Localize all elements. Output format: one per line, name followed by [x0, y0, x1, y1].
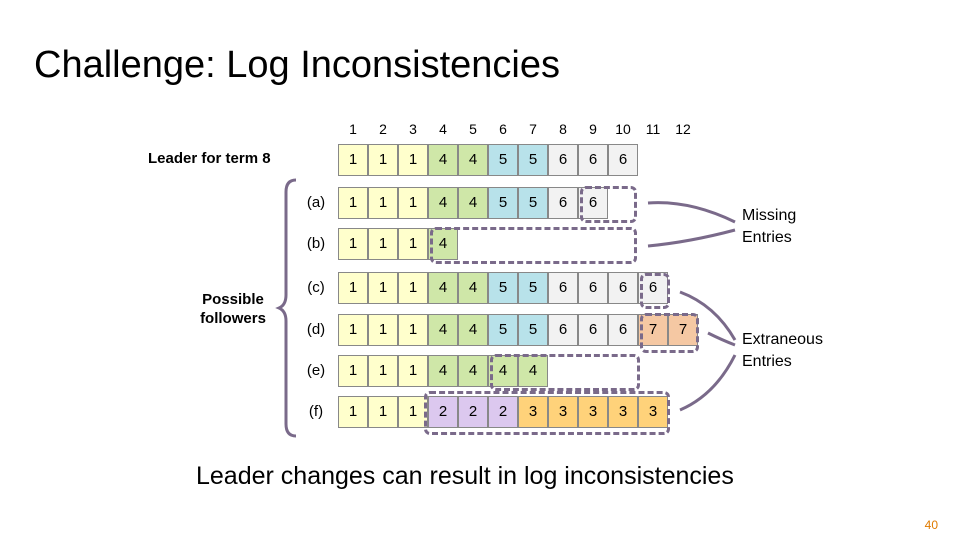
- leader-entry: 1: [338, 144, 368, 176]
- follower-entry: 2: [458, 396, 488, 428]
- follower-entry: 2: [428, 396, 458, 428]
- follower-entry: 5: [518, 272, 548, 304]
- extraneous-box-f: [424, 391, 670, 435]
- follower-entry: 5: [488, 187, 518, 219]
- follower-entry: 4: [428, 187, 458, 219]
- extraneous-arrow-d: [707, 331, 736, 347]
- leader-entry: 1: [398, 144, 428, 176]
- follower-entry: 6: [548, 272, 578, 304]
- follower-entry: 1: [398, 228, 428, 260]
- leader-entry: 1: [368, 144, 398, 176]
- follower-entry: 5: [488, 272, 518, 304]
- follower-entry: 5: [518, 314, 548, 346]
- missing-arrow-a: [647, 201, 736, 224]
- follower-entry: 6: [548, 314, 578, 346]
- follower-entry: 5: [518, 187, 548, 219]
- follower-entry: 6: [608, 314, 638, 346]
- follower-entry: 1: [338, 187, 368, 219]
- log-index-11: 11: [645, 121, 661, 137]
- missing-arrow-b: [647, 228, 736, 248]
- follower-row-label: (f): [308, 403, 324, 420]
- leader-entry: 4: [458, 144, 488, 176]
- follower-entry: 1: [398, 355, 428, 387]
- follower-entry: 1: [398, 187, 428, 219]
- follower-entry: 4: [458, 314, 488, 346]
- leader-label: Leader for term 8: [148, 150, 271, 167]
- follower-entry: 3: [518, 396, 548, 428]
- follower-entry: 4: [458, 355, 488, 387]
- follower-entry: 2: [488, 396, 518, 428]
- extraneous-box-c: [640, 273, 670, 309]
- follower-entry: 4: [458, 272, 488, 304]
- follower-entry: 1: [338, 314, 368, 346]
- follower-entry: 4: [458, 187, 488, 219]
- follower-entry: 1: [368, 355, 398, 387]
- follower-row-label: (c): [307, 279, 325, 296]
- extraneous-arrow-f: [679, 354, 737, 412]
- extraneous-entries-label: Extraneous Entries: [742, 331, 823, 370]
- follower-entry: 6: [608, 272, 638, 304]
- leader-entry: 6: [608, 144, 638, 176]
- leader-entry: 6: [548, 144, 578, 176]
- follower-entry: 6: [578, 187, 608, 219]
- follower-entry: 6: [578, 314, 608, 346]
- follower-row-label: (a): [306, 194, 326, 211]
- follower-entry: 1: [368, 396, 398, 428]
- follower-entry: 3: [608, 396, 638, 428]
- follower-entry: 1: [398, 396, 428, 428]
- follower-entry: 4: [428, 272, 458, 304]
- follower-entry: 1: [338, 228, 368, 260]
- follower-row-label: (b): [306, 235, 326, 252]
- follower-entry: 1: [368, 228, 398, 260]
- log-index-3: 3: [409, 121, 417, 137]
- slide-title: Challenge: Log Inconsistencies: [34, 44, 561, 86]
- follower-entry: 1: [398, 272, 428, 304]
- follower-entry: 5: [488, 314, 518, 346]
- missing-entries-label: Missing Entries: [742, 207, 797, 246]
- log-index-9: 9: [589, 121, 597, 137]
- follower-entry: 1: [338, 396, 368, 428]
- log-index-10: 10: [615, 121, 631, 137]
- follower-entry: 4: [428, 355, 458, 387]
- follower-entry: 1: [368, 187, 398, 219]
- log-index-8: 8: [559, 121, 567, 137]
- follower-entry: 3: [548, 396, 578, 428]
- follower-entry: 4: [488, 355, 518, 387]
- leader-entry: 5: [518, 144, 548, 176]
- follower-entry: 4: [428, 314, 458, 346]
- followers-label: Possible followers: [200, 291, 266, 327]
- log-index-5: 5: [469, 121, 477, 137]
- follower-entry: 6: [578, 272, 608, 304]
- follower-entry: 3: [578, 396, 608, 428]
- follower-entry: 1: [338, 272, 368, 304]
- follower-entry: 6: [548, 187, 578, 219]
- log-index-7: 7: [529, 121, 537, 137]
- leader-entry: 5: [488, 144, 518, 176]
- follower-entry: 1: [338, 355, 368, 387]
- log-index-2: 2: [379, 121, 387, 137]
- follower-entry: 1: [368, 314, 398, 346]
- follower-entry: 1: [368, 272, 398, 304]
- extraneous-box-e: [490, 354, 640, 391]
- leader-entry: 6: [578, 144, 608, 176]
- extraneous-box-d: [640, 313, 699, 353]
- slide-caption: Leader changes can result in log inconsi…: [196, 462, 734, 490]
- follower-entry: 7: [638, 314, 668, 346]
- missing-box-a: [580, 186, 637, 223]
- leader-entry: 4: [428, 144, 458, 176]
- log-index-6: 6: [499, 121, 507, 137]
- follower-entry: 4: [428, 228, 458, 260]
- page-number: 40: [924, 518, 938, 532]
- followers-brace: [275, 178, 297, 438]
- log-index-12: 12: [675, 121, 691, 137]
- follower-row-label: (d): [306, 321, 326, 338]
- log-index-4: 4: [439, 121, 447, 137]
- follower-entry: 1: [398, 314, 428, 346]
- follower-row-label: (e): [306, 362, 326, 379]
- extraneous-arrow-c: [679, 290, 737, 341]
- missing-box-b: [430, 227, 637, 264]
- log-index-1: 1: [349, 121, 357, 137]
